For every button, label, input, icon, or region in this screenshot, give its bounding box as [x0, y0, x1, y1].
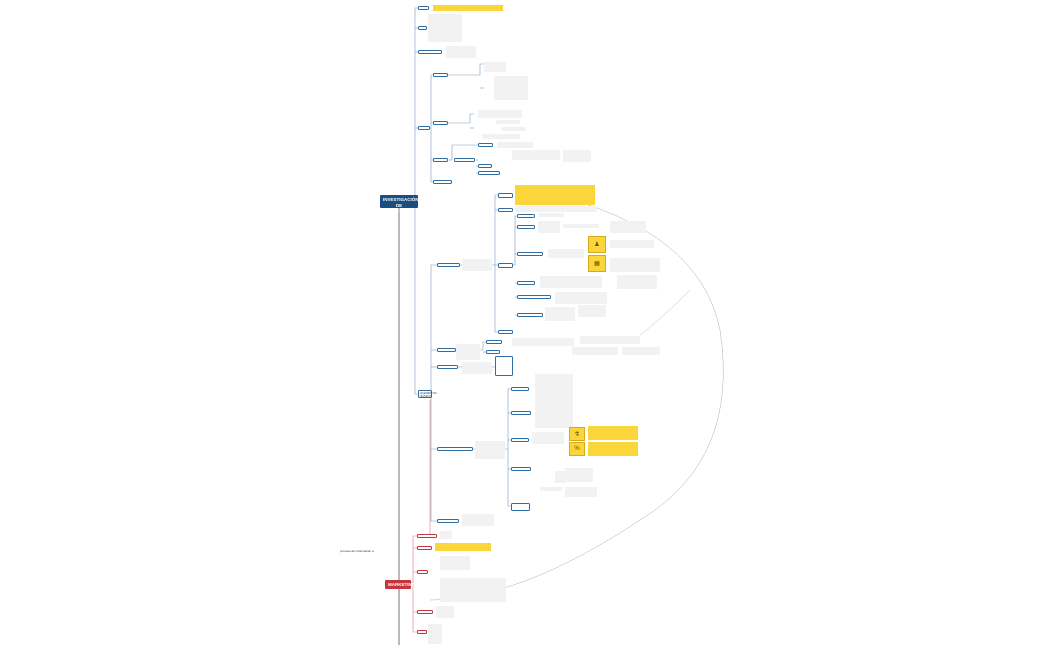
note-block-20	[617, 275, 657, 289]
section-node-1[interactable]	[437, 263, 460, 267]
branch-node-3[interactable]	[418, 50, 442, 54]
highlight-note-4	[588, 442, 638, 456]
sub-node-3c[interactable]	[478, 164, 492, 168]
sub-node-3d[interactable]	[478, 171, 500, 175]
note-block-28	[622, 347, 660, 355]
note-block-25	[512, 338, 574, 346]
marketing-branch-1[interactable]	[417, 534, 437, 538]
note-block-16	[548, 249, 584, 258]
branch-elementos-basicos[interactable]: ELEMENTOS BÁSICOS	[418, 390, 436, 398]
note-block-37	[565, 487, 597, 497]
note-block-11	[515, 206, 597, 212]
note-block-13	[538, 221, 560, 233]
item-node-2[interactable]	[498, 208, 513, 212]
marketing-branch-5[interactable]	[417, 630, 427, 634]
note-block-2	[494, 76, 528, 100]
note-block-39	[440, 531, 452, 539]
item-node-4[interactable]	[498, 330, 513, 334]
item-node-3e[interactable]	[517, 295, 551, 299]
root-investigacion-de-mercados[interactable]: INVESTIGACIÓN DE MERCADOS	[380, 195, 419, 213]
percent-icon: %	[569, 442, 585, 456]
note-block-1	[484, 62, 506, 72]
note-block-29	[462, 362, 492, 374]
calculator-icon: ▦	[588, 255, 606, 272]
item-node-9[interactable]	[511, 411, 531, 415]
section-node-3[interactable]	[437, 365, 458, 369]
note-block-15	[610, 221, 646, 233]
note-block-33	[532, 432, 564, 444]
note-block-17	[610, 240, 654, 248]
highlight-note-1	[433, 5, 503, 11]
item-node-3d[interactable]	[517, 281, 535, 285]
note-block-27	[572, 347, 618, 355]
item-node-5[interactable]	[486, 340, 502, 344]
note-block-34	[555, 471, 565, 483]
item-node-7[interactable]	[495, 356, 513, 376]
note-block-3	[478, 110, 522, 118]
section-node-4[interactable]	[437, 447, 473, 451]
note-block-31	[535, 374, 573, 408]
note-block-23	[578, 305, 606, 317]
item-node-3c[interactable]	[517, 252, 543, 256]
item-node-6[interactable]	[486, 350, 500, 354]
side-label: proceso de información a	[340, 549, 374, 553]
item-node-1[interactable]	[498, 193, 513, 198]
note-block-40	[440, 556, 470, 570]
note-block-43	[428, 624, 442, 644]
marketing-branch-2[interactable]	[417, 546, 432, 550]
branch-node-2[interactable]	[418, 26, 427, 30]
note-block-7	[497, 142, 533, 148]
item-node-3[interactable]	[498, 263, 513, 268]
item-node-10[interactable]	[511, 438, 529, 442]
highlight-note-3	[588, 426, 638, 440]
item-node-3a[interactable]	[517, 214, 535, 218]
note-block-5	[502, 127, 526, 131]
sub-node-3b[interactable]	[478, 143, 493, 147]
sub-node-3a[interactable]	[454, 158, 475, 162]
note-block-12	[538, 213, 564, 217]
note-block-4	[496, 120, 520, 124]
note-block-9	[563, 150, 591, 162]
marketing-branch-4[interactable]	[417, 610, 433, 614]
note-list-1	[428, 14, 462, 42]
highlight-note-5	[435, 543, 491, 551]
note-block-36	[540, 487, 562, 491]
note-block-24	[456, 344, 480, 360]
branch-node-4[interactable]	[418, 126, 430, 130]
note-block-19	[540, 276, 602, 288]
section-node-2[interactable]	[437, 348, 456, 352]
sub-node-2[interactable]	[433, 121, 448, 125]
note-block-41	[440, 578, 506, 602]
root-marketing[interactable]: MARKETING	[385, 580, 415, 589]
sub-node-4[interactable]	[433, 180, 452, 184]
highlight-note-2	[515, 185, 595, 205]
note-block-21	[555, 292, 607, 304]
note-block-35	[565, 468, 593, 482]
item-node-3b[interactable]	[517, 225, 535, 229]
note-block-32	[535, 408, 573, 428]
note-block-18	[610, 258, 660, 272]
note-list-2	[446, 46, 476, 58]
sub-node-3[interactable]	[433, 158, 448, 162]
note-block-22	[545, 307, 575, 321]
item-node-11[interactable]	[511, 467, 531, 471]
section-node-5[interactable]	[437, 519, 459, 523]
item-node-8[interactable]	[511, 387, 529, 391]
note-block-42	[436, 606, 454, 618]
note-block-6	[482, 134, 520, 139]
sub-node-1[interactable]	[433, 73, 448, 77]
marketing-branch-3[interactable]	[417, 570, 428, 574]
item-node-12[interactable]	[511, 503, 530, 511]
item-node-3f[interactable]	[517, 313, 543, 317]
branch-node-1[interactable]	[418, 6, 429, 10]
flask-icon: ⚗	[569, 427, 585, 441]
people-icon: ♟	[588, 236, 606, 253]
note-block-8	[512, 150, 560, 160]
note-block-26	[580, 336, 640, 344]
note-block-30	[475, 441, 505, 459]
red-annotation	[672, 290, 708, 296]
note-block-38	[462, 514, 494, 526]
note-block-14	[563, 224, 599, 228]
note-block-10	[462, 259, 492, 271]
